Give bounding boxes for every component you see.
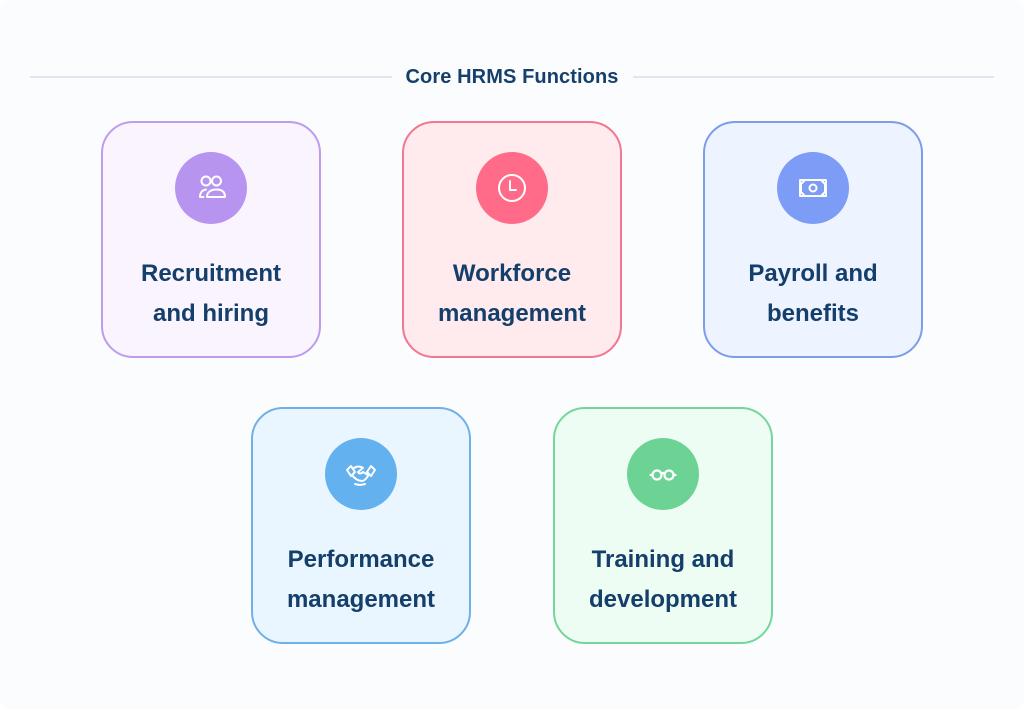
label-line-1: Payroll and bbox=[748, 260, 878, 287]
label-line-2: and hiring bbox=[153, 300, 269, 327]
icon-circle-training bbox=[627, 438, 699, 510]
users-icon bbox=[199, 175, 226, 198]
icon-circle-performance bbox=[325, 438, 397, 510]
label-line-2: management bbox=[437, 300, 587, 327]
card-payroll: Payroll and benefits bbox=[703, 121, 923, 358]
card-label-recruitment: Recruitment and hiring bbox=[111, 254, 311, 334]
label-line-2: management bbox=[286, 586, 436, 613]
banknote-icon bbox=[799, 179, 827, 197]
label-line-1: Performance bbox=[287, 546, 435, 573]
icon-circle-payroll bbox=[777, 152, 849, 224]
card-label-payroll: Payroll and benefits bbox=[713, 254, 913, 334]
title-divider-left bbox=[30, 76, 392, 78]
label-line-1: Recruitment bbox=[140, 260, 282, 287]
clock-icon bbox=[498, 174, 526, 202]
icon-circle-recruitment bbox=[175, 152, 247, 224]
card-recruitment: Recruitment and hiring bbox=[101, 121, 321, 358]
card-workforce: Workforce management bbox=[402, 121, 622, 358]
icon-circle-workforce bbox=[476, 152, 548, 224]
card-label-workforce: Workforce management bbox=[412, 254, 612, 334]
card-training: Training and development bbox=[553, 407, 773, 644]
handshake-icon bbox=[346, 465, 376, 486]
card-label-training: Training and development bbox=[563, 540, 763, 620]
glasses-icon bbox=[649, 469, 677, 481]
diagram-title: Core HRMS Functions bbox=[405, 65, 619, 88]
label-line-2: benefits bbox=[766, 300, 859, 327]
card-performance: Performance management bbox=[251, 407, 471, 644]
label-line-1: Training and bbox=[591, 546, 735, 573]
card-label-performance: Performance management bbox=[261, 540, 461, 620]
title-row: Core HRMS Functions bbox=[30, 62, 995, 92]
label-line-1: Workforce bbox=[452, 260, 572, 287]
title-divider-right bbox=[632, 76, 995, 78]
label-line-2: development bbox=[588, 586, 738, 613]
